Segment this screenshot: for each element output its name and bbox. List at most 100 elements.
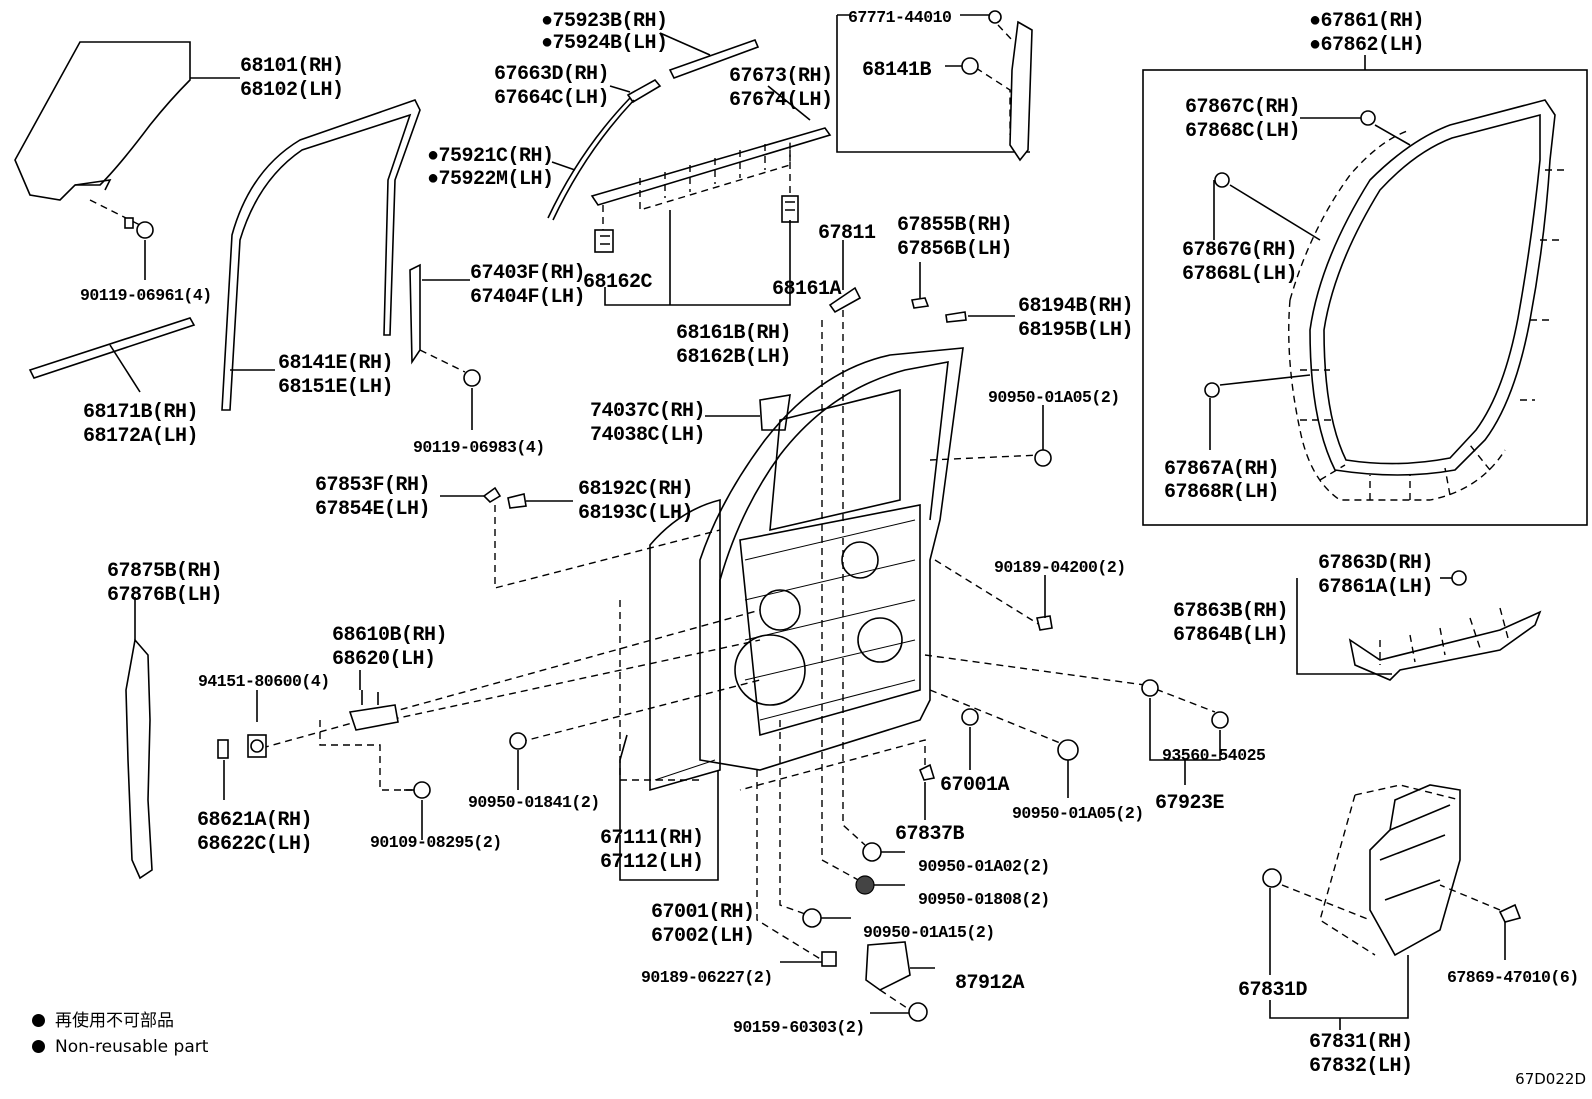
lower-weatherstrip-part: [1348, 610, 1542, 681]
bracket-part: [507, 493, 527, 509]
label-67863b: 67863B(RH): [1173, 600, 1288, 623]
hinge-part: [348, 690, 399, 731]
label-67112: 67112(LH): [600, 851, 704, 874]
bolt-part: [1211, 711, 1229, 729]
moulding-part: [668, 38, 760, 79]
label-68161a: 68161A: [772, 278, 842, 301]
label-67867a: 67867A(RH): [1164, 458, 1279, 481]
nut-part: [1141, 679, 1159, 697]
label-67811: 67811: [818, 222, 876, 245]
label-68161b: 68161B(RH): [676, 322, 791, 345]
label-67832: 67832(LH): [1309, 1055, 1413, 1078]
clip-part: [988, 10, 1002, 24]
window-glass-part: [14, 41, 191, 201]
clip-part: [961, 57, 979, 75]
label-68194b: 68194B(RH): [1018, 295, 1133, 318]
clip-part: [594, 229, 614, 253]
label-67854e: 67854E(LH): [315, 498, 430, 521]
stopper-part: [828, 286, 862, 314]
label-67853f: 67853F(RH): [315, 474, 430, 497]
label-67663d: 67663D(RH): [494, 63, 609, 86]
label-90119b: 90119-06983(4): [413, 438, 545, 457]
label-67674: 67674(LH): [729, 89, 833, 112]
legend-text-en: Non-reusable part: [55, 1037, 209, 1057]
label-75923b: ●75923B(RH): [541, 10, 668, 33]
plug-part: [855, 875, 875, 895]
bolt-part: [404, 781, 431, 799]
label-68172a: 68172A(LH): [83, 425, 198, 448]
label-68621a: 68621A(RH): [197, 809, 312, 832]
service-cover-part: [1319, 784, 1461, 957]
pillar-garnish-part: [1009, 20, 1033, 162]
plug-part: [509, 732, 527, 750]
label-67864b: 67864B(LH): [1173, 624, 1288, 647]
bolt-part: [463, 369, 481, 387]
label-67837b: 67837B: [895, 823, 965, 846]
label-67831d: 67831D: [1238, 979, 1308, 1002]
label-67404f: 67404F(LH): [470, 286, 585, 309]
nut-part: [247, 734, 267, 758]
label-68195b: 68195B(LH): [1018, 319, 1133, 342]
label-90109: 90109-08295(2): [370, 833, 502, 852]
plug-part: [1057, 739, 1079, 761]
label-68102: 68102(LH): [240, 79, 344, 102]
label-68610b: 68610B(RH): [332, 624, 447, 647]
label-67868l: 67868L(LH): [1182, 263, 1297, 286]
label-67403f: 67403F(RH): [470, 262, 585, 285]
label-90189b: 90189-06227(2): [641, 968, 773, 987]
label-90950f: 90950-01A15(2): [863, 923, 995, 942]
label-68141b: 68141B: [862, 59, 932, 82]
label-67868r: 67868R(LH): [1164, 481, 1279, 504]
spacer-part: [482, 486, 502, 504]
label-75921c: ●75921C(RH): [427, 145, 554, 168]
label-67876b: 67876B(LH): [107, 584, 222, 607]
label-90950d: 90950-01A02(2): [918, 857, 1050, 876]
label-90119a: 90119-06961(4): [80, 286, 212, 305]
plug-part: [802, 908, 822, 928]
label-90950e: 90950-01808(2): [918, 890, 1050, 909]
label-90189a: 90189-04200(2): [994, 558, 1126, 577]
run-channel-lower-part: [409, 263, 421, 365]
plug-part: [961, 708, 979, 726]
seal-part: [125, 638, 153, 880]
clip-part: [781, 195, 799, 223]
legend-item-en: Non-reusable part: [32, 1034, 208, 1060]
label-68620: 68620(LH): [332, 648, 436, 671]
legend-text-jp: 再使用不可部品: [55, 1011, 174, 1031]
clip-part: [1214, 172, 1230, 188]
clip-part: [918, 763, 936, 781]
label-94151: 94151-80600(4): [198, 672, 330, 691]
label-90950c: 90950-01A05(2): [1012, 804, 1144, 823]
plug-part: [862, 842, 882, 862]
label-68192c: 68192C(RH): [578, 478, 693, 501]
label-74037c: 74037C(RH): [590, 400, 705, 423]
frame-moulding-part: [590, 127, 832, 206]
bullet-icon: [32, 1014, 45, 1027]
label-67863d: 67863D(RH): [1318, 552, 1433, 575]
bullet-icon: [32, 1040, 45, 1053]
label-67001a: 67001A: [940, 774, 1010, 797]
label-90950a: 90950-01A05(2): [988, 388, 1120, 407]
label-68101: 68101(RH): [240, 55, 344, 78]
garnish-part: [759, 394, 791, 431]
label-67861: ●67861(RH): [1309, 10, 1424, 33]
label-67867g: 67867G(RH): [1182, 239, 1297, 262]
label-67862: ●67862(LH): [1309, 34, 1424, 57]
label-67923e: 67923E: [1155, 792, 1225, 815]
label-68162c: 68162C: [583, 271, 653, 294]
bracket-part: [945, 311, 967, 323]
label-67111: 67111(RH): [600, 827, 704, 850]
glass-run-channel-part: [221, 99, 421, 411]
label-67875b: 67875B(RH): [107, 560, 222, 583]
label-68622c: 68622C(LH): [197, 833, 312, 856]
label-90950b: 90950-01841(2): [468, 793, 600, 812]
cover-part: [217, 739, 229, 759]
legend: 再使用不可部品 Non-reusable part: [32, 1008, 208, 1060]
label-67869: 67869-47010(6): [1447, 968, 1579, 987]
label-67831: 67831(RH): [1309, 1031, 1413, 1054]
label-67856b: 67856B(LH): [897, 238, 1012, 261]
label-67664c: 67664C(LH): [494, 87, 609, 110]
label-68151e: 68151E(LH): [278, 376, 393, 399]
label-68162b: 68162B(LH): [676, 346, 791, 369]
